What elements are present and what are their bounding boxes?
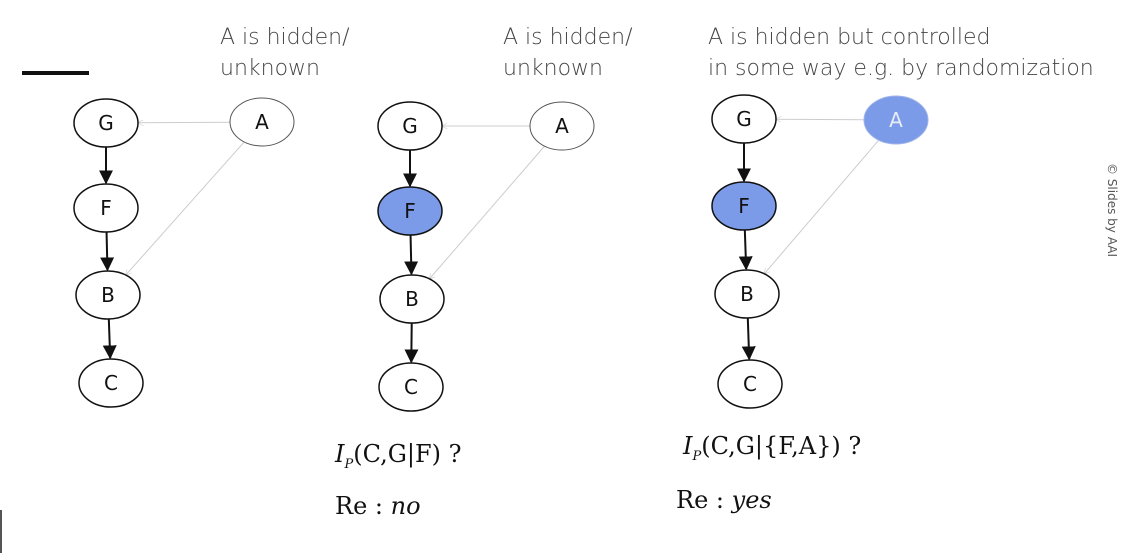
- answer-panel3-value: yes: [731, 486, 772, 514]
- answer-panel2: Re : no: [335, 492, 421, 520]
- caption-panel3-line2: in some way e.g. by randomization: [708, 56, 1094, 81]
- node-label-p3-A: A: [889, 108, 903, 132]
- node-p2-A: A: [529, 101, 595, 151]
- edge-p3-A-G: [776, 119, 865, 120]
- caption-panel3: A is hidden but controlled in some way e…: [708, 22, 1094, 84]
- node-label-p3-F: F: [738, 194, 750, 218]
- caption-panel1: A is hidden/ unknown: [220, 22, 350, 84]
- node-label-p2-F: F: [404, 199, 416, 223]
- node-p2-G: G: [377, 101, 443, 151]
- node-label-p1-F: F: [100, 196, 112, 220]
- query-panel3-body: (C,G|{F,A}): [701, 432, 841, 460]
- edge-p2-F-B: [404, 234, 419, 276]
- node-p3-G: G: [711, 94, 777, 144]
- caption-panel2-line2: unknown: [503, 56, 603, 81]
- query-panel2-sub: P: [344, 456, 354, 472]
- node-p1-G: G: [73, 98, 139, 148]
- edge-p1-A-G: [138, 122, 231, 123]
- node-label-p1-G: G: [98, 111, 114, 135]
- answer-panel2-prefix: Re :: [335, 492, 383, 520]
- query-panel2-question: ?: [448, 440, 462, 468]
- caption-panel3-line1: A is hidden but controlled: [708, 25, 991, 50]
- node-p2-B: B: [379, 274, 445, 324]
- node-p1-A: A: [229, 97, 295, 147]
- answer-panel2-value: no: [390, 492, 421, 520]
- query-panel2: IP(C,G|F) ?: [335, 440, 462, 472]
- node-p3-F: F: [711, 181, 777, 231]
- caption-panel2-line1: A is hidden/: [503, 25, 633, 50]
- node-label-p2-C: C: [404, 375, 418, 399]
- node-label-p2-B: B: [405, 287, 419, 311]
- caption-panel2: A is hidden/ unknown: [503, 22, 633, 84]
- edge-p3-A-B: [764, 139, 880, 274]
- edge-p1-F-B: [100, 231, 115, 272]
- node-label-p1-A: A: [255, 110, 269, 134]
- node-p2-F: F: [377, 186, 443, 236]
- caption-panel1-line1: A is hidden/: [220, 25, 350, 50]
- answer-panel3-prefix: Re :: [676, 486, 724, 514]
- node-label-p3-B: B: [740, 282, 754, 306]
- edge-mark: [0, 510, 2, 553]
- caption-panel1-line2: unknown: [220, 56, 320, 81]
- node-p2-C: C: [378, 362, 444, 412]
- node-p1-F: F: [73, 183, 139, 233]
- node-label-p1-C: C: [104, 371, 118, 395]
- heading-bar: [22, 71, 89, 75]
- node-p3-C: C: [717, 359, 783, 409]
- edge-p3-F-B: [738, 229, 753, 271]
- answer-panel3: Re : yes: [676, 486, 772, 514]
- edge-p1-B-C: [102, 318, 117, 360]
- node-p1-B: B: [75, 270, 141, 320]
- query-panel3: IP(C,G|{F,A}) ?: [683, 432, 861, 464]
- query-panel3-question: ?: [848, 432, 862, 460]
- query-panel2-body: (C,G|F): [353, 440, 442, 468]
- query-panel2-i: I: [335, 440, 345, 468]
- watermark: © Slides by AAI: [1105, 163, 1119, 257]
- node-p1-C: C: [78, 358, 144, 408]
- node-label-p2-A: A: [555, 114, 569, 138]
- node-label-p1-B: B: [101, 283, 115, 307]
- edge-p2-A-B: [429, 145, 545, 279]
- edge-p3-B-C: [741, 317, 756, 361]
- node-p3-B: B: [714, 269, 780, 319]
- node-label-p3-G: G: [736, 107, 752, 131]
- node-p3-A: A: [863, 95, 929, 145]
- query-panel3-sub: P: [692, 448, 702, 464]
- query-panel3-i: I: [683, 432, 693, 460]
- node-label-p2-G: G: [402, 114, 418, 138]
- node-label-p3-C: C: [743, 372, 757, 396]
- edge-p1-A-B: [126, 141, 245, 275]
